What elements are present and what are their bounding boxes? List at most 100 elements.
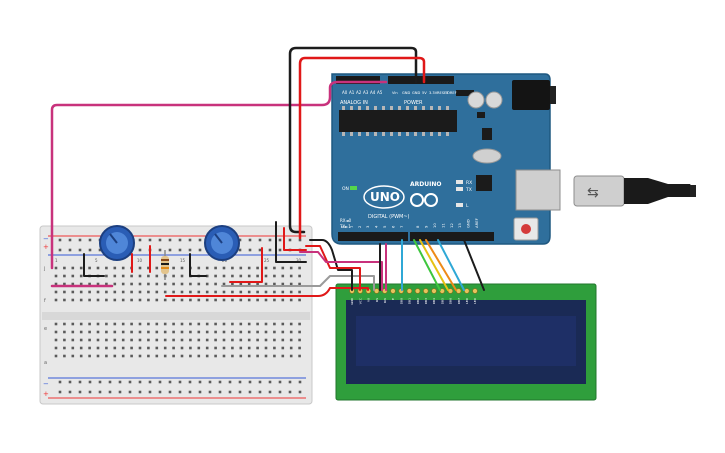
- breadboard-hole: [197, 322, 201, 326]
- wire-gray-bb-lcd: [221, 275, 375, 291]
- lcd-pin: [431, 288, 437, 294]
- rail-hole: [78, 390, 82, 394]
- column-number-10: 10: [137, 258, 143, 263]
- crystal-oscillator: [472, 148, 502, 164]
- rail-hole: [288, 390, 292, 394]
- breadboard-hole: [155, 354, 159, 358]
- lcd-16x2-module[interactable]: [335, 283, 597, 401]
- on-led: [350, 186, 357, 190]
- breadboard-hole: [130, 354, 133, 358]
- rail-hole: [248, 380, 252, 384]
- breadboard-hole: [147, 330, 150, 334]
- breadboard-hole: [189, 338, 192, 342]
- rail-hole: [88, 390, 92, 394]
- breadboard-hole: [222, 266, 226, 270]
- breadboard-hole: [239, 290, 243, 294]
- rail-hole: [138, 380, 142, 384]
- breadboard-hole: [138, 322, 142, 326]
- breadboard-hole: [281, 266, 285, 270]
- rail-hole: [148, 380, 152, 384]
- breadboard-hole: [105, 322, 108, 326]
- rail-hole: [258, 390, 262, 394]
- lcd-pin: [423, 288, 429, 294]
- rail-hole: [268, 238, 272, 242]
- breadboard-hole: [256, 354, 259, 358]
- breadboard-hole: [205, 274, 209, 278]
- arduino-uno-board[interactable]: UNO ARDUINO POWER ANALOG IN DIGITAL (PWM…: [331, 73, 561, 245]
- breadboard-hole: [222, 322, 226, 326]
- breadboard-hole: [289, 338, 293, 342]
- rail-hole: [148, 238, 152, 242]
- breadboard-hole: [172, 354, 175, 358]
- breadboard-hole: [172, 338, 175, 342]
- potentiometer-2[interactable]: [204, 225, 240, 261]
- rail-hole: [168, 238, 172, 242]
- breadboard-hole: [155, 346, 159, 350]
- breadboard-hole: [222, 290, 226, 294]
- column-number-25: 25: [264, 258, 270, 263]
- breadboard-hole: [247, 274, 251, 278]
- column-number-30: 30: [296, 258, 302, 263]
- lcd-pin: [439, 288, 445, 294]
- breadboard[interactable]: + − − + 1 5 10 15 20 25 30 j f e a: [39, 225, 313, 405]
- rail-hole: [98, 390, 102, 394]
- breadboard-hole: [214, 298, 217, 302]
- breadboard-hole: [273, 290, 276, 294]
- rail-hole: [98, 380, 102, 384]
- breadboard-hole: [155, 338, 159, 342]
- breadboard-hole: [180, 346, 184, 350]
- rail-hole: [208, 380, 212, 384]
- rail-hole: [128, 390, 132, 394]
- breadboard-hole: [180, 274, 184, 278]
- breadboard-hole: [63, 322, 66, 326]
- breadboard-hole: [289, 274, 293, 278]
- rail-hole: [248, 390, 252, 394]
- breadboard-hole: [222, 330, 226, 334]
- breadboard-hole: [130, 338, 133, 342]
- breadboard-hole: [172, 290, 175, 294]
- rail-hole: [168, 390, 172, 394]
- breadboard-hole: [273, 282, 276, 286]
- digital-pin-label: 5: [382, 225, 387, 228]
- rail-plus-bottom: +: [43, 390, 49, 398]
- breadboard-hole: [163, 290, 167, 294]
- rail-hole: [98, 248, 102, 252]
- row-letter-j: j: [43, 266, 45, 272]
- pin-label-a3: A3: [363, 90, 369, 95]
- rail-hole: [278, 380, 282, 384]
- breadboard-hole: [264, 338, 268, 342]
- breadboard-hole: [247, 354, 251, 358]
- breadboard-hole: [214, 274, 217, 278]
- breadboard-hole: [54, 330, 58, 334]
- breadboard-hole: [121, 290, 125, 294]
- breadboard-hole: [256, 346, 259, 350]
- analog-pin-labels: A0 A1 A2 A3 A4 A5: [342, 90, 383, 95]
- breadboard-hole: [138, 266, 142, 270]
- breadboard-hole: [205, 266, 209, 270]
- rail-hole: [298, 238, 302, 242]
- breadboard-hole: [63, 290, 66, 294]
- breadboard-hole: [105, 338, 108, 342]
- lcd-pin-label: DB5: [440, 298, 444, 304]
- lcd-pin-label: DB6: [449, 298, 453, 304]
- rail-hole: [188, 390, 192, 394]
- breadboard-hole: [105, 346, 108, 350]
- digital-pin-label: 11: [440, 223, 445, 228]
- breadboard-hole: [130, 322, 133, 326]
- breadboard-hole: [147, 346, 150, 350]
- breadboard-hole: [71, 274, 75, 278]
- breadboard-hole: [172, 282, 175, 286]
- breadboard-hole: [163, 298, 167, 302]
- breadboard-hole: [54, 346, 58, 350]
- potentiometer-1[interactable]: [99, 225, 135, 261]
- breadboard-hole: [189, 354, 192, 358]
- arduino-logo-icon: [410, 193, 438, 207]
- breadboard-hole: [189, 298, 192, 302]
- wire-red-bb-lcd: [165, 287, 369, 297]
- rail-hole: [78, 238, 82, 242]
- breadboard-hole: [289, 290, 293, 294]
- breadboard-hole: [222, 298, 226, 302]
- rail-hole: [258, 380, 262, 384]
- rail-hole: [188, 248, 192, 252]
